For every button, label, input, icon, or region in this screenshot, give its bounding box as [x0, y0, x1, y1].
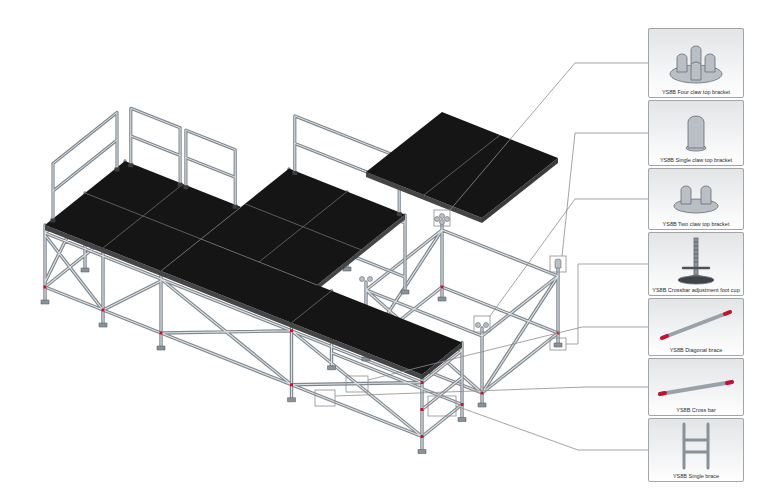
callout-ground — [648, 298, 744, 356]
part-label: YS8B Single claw top bracket — [660, 156, 732, 164]
leader-line — [456, 406, 648, 450]
detail-highlight — [474, 316, 490, 332]
callout-ground — [648, 358, 744, 416]
bracket-claw — [368, 277, 373, 282]
bracket-claw — [701, 186, 711, 204]
deck-seams — [85, 184, 361, 323]
thread-marks — [694, 242, 698, 262]
callout-ground — [648, 28, 744, 98]
bracket-claw — [484, 323, 489, 328]
leader-line — [335, 387, 648, 396]
callout-box: YS8B Single claw top bracket — [648, 100, 744, 166]
single-brace — [684, 424, 708, 468]
bracket-claw — [440, 214, 445, 219]
callout-ground — [648, 168, 744, 230]
guard-rail — [53, 108, 399, 218]
leader-line — [562, 133, 648, 256]
callout-backgrounds — [648, 28, 744, 482]
callout-ground — [648, 232, 744, 296]
leader-line — [368, 327, 648, 380]
callout-box: YS8B Crossbar adjustment foot cup — [648, 232, 744, 296]
bar-clamp — [660, 382, 732, 394]
guard-rail-shine — [53, 108, 399, 218]
bracket-claw — [440, 220, 445, 225]
bracket-claw — [705, 54, 715, 72]
bracket-claw — [681, 186, 691, 204]
brace-clamp — [662, 312, 730, 338]
callout-box: YS8B Two claw top bracket — [648, 168, 744, 230]
part-label: YS8B Crossbar adjustment foot cup — [652, 286, 739, 294]
bracket-claw — [691, 46, 701, 64]
bracket-claw — [677, 54, 687, 72]
detail-highlight — [550, 256, 566, 272]
part-label: YS8B Cross bar — [676, 406, 715, 414]
leader-line — [566, 264, 648, 344]
cross-bar — [660, 382, 732, 394]
bracket-claw — [435, 217, 440, 222]
detail-highlight — [428, 396, 456, 416]
leader-line — [450, 63, 648, 210]
detail-highlight — [315, 390, 335, 406]
part-label: YS8B Diagonal brace — [670, 346, 723, 354]
foot-cup — [678, 276, 714, 284]
diagonal-brace — [662, 312, 730, 338]
callout-box: YS8B Cross bar — [648, 358, 744, 416]
callout-ground — [648, 418, 744, 482]
bracket-claw — [445, 217, 450, 222]
threaded-rod — [694, 238, 698, 278]
callout-box: YS8B Single brace — [648, 418, 744, 482]
bracket-claw — [360, 277, 365, 282]
bracket-claw — [688, 116, 704, 148]
leader-line — [490, 199, 648, 316]
part-label: YS8B Single brace — [673, 472, 719, 480]
part-label: YS8B Two claw top bracket — [663, 220, 730, 228]
detail-highlight — [434, 210, 450, 226]
bracket-claw — [476, 323, 481, 328]
bracket-claw — [691, 62, 701, 80]
rail-casters — [51, 163, 402, 222]
adjust-handle — [683, 267, 709, 269]
detail-highlight — [346, 376, 368, 392]
stage-deck — [366, 112, 558, 218]
bracket-claw — [555, 259, 561, 268]
callout-box: YS8B Four claw top bracket — [648, 28, 744, 98]
callout-box: YS8B Diagonal brace — [648, 298, 744, 356]
part-label: YS8B Four claw top bracket — [662, 88, 730, 96]
callout-ground — [648, 100, 744, 166]
detail-highlight — [550, 338, 566, 350]
